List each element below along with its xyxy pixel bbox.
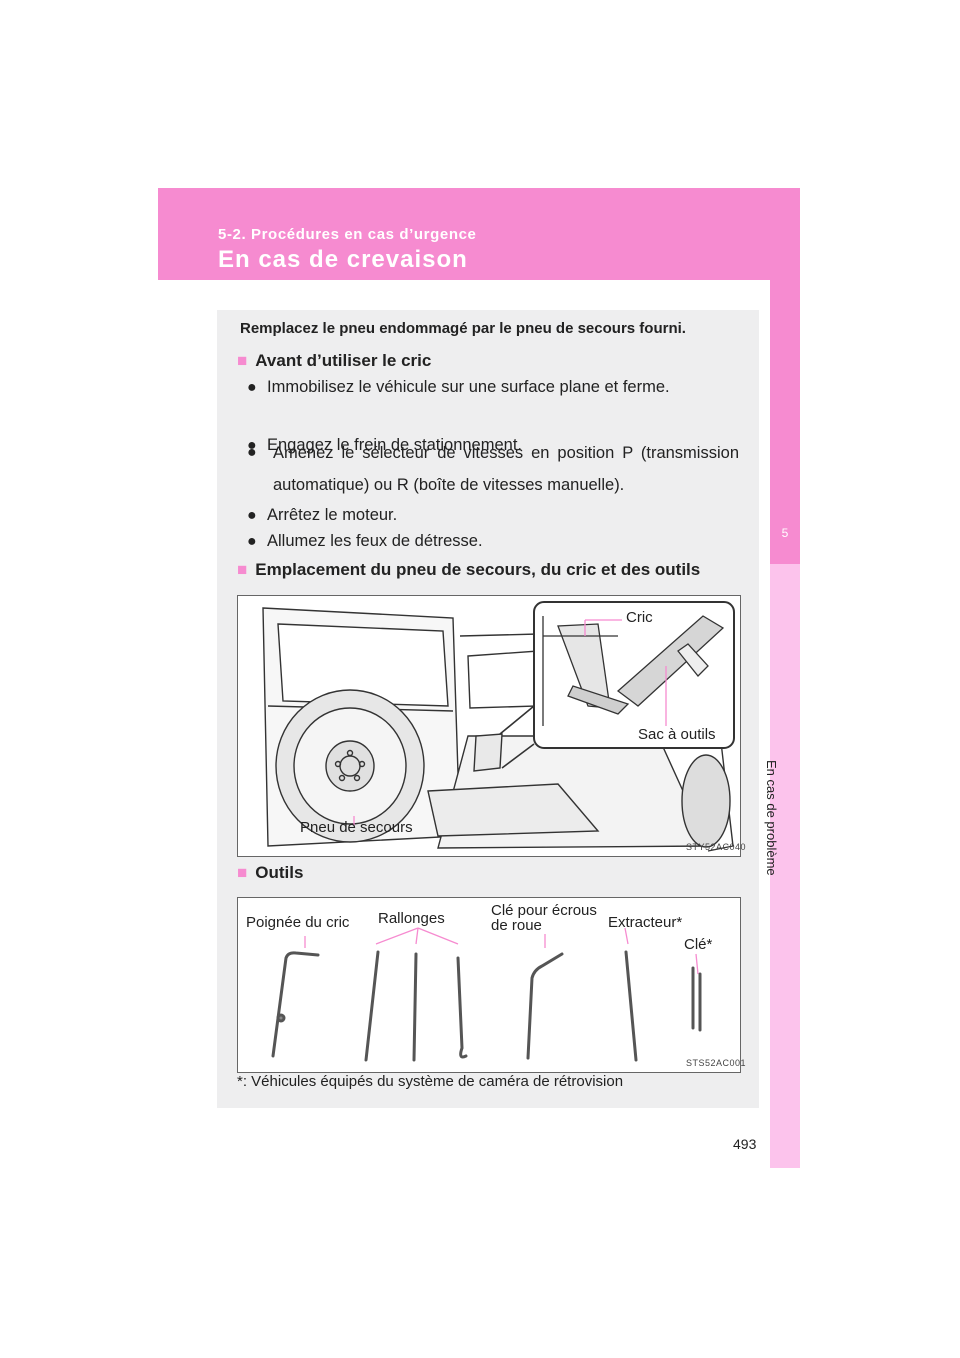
vehicle-rear-figure: Cric Sac à outils Pneu de secours STY52A…	[237, 595, 746, 857]
list-item: ●Allumez les feux de détresse.	[247, 525, 747, 558]
dot-bullet-icon: ●	[247, 444, 257, 461]
spare-tire-label: Pneu de secours	[300, 819, 413, 836]
footnote: *: Véhicules équipés du système de camér…	[237, 1073, 624, 1090]
subheading-tools: ■ Outils	[237, 863, 303, 883]
subheading-label: Outils	[255, 863, 304, 882]
jack-handle-label: Poignée du cric	[246, 914, 350, 931]
chapter-name: En cas de problème	[764, 760, 779, 876]
subheading-label: Emplacement du pneu de secours, du cric …	[255, 560, 701, 579]
subheading-before-jack: ■ Avant d’utiliser le cric	[237, 351, 431, 371]
tool-bag-label: Sac à outils	[638, 726, 716, 743]
page-title: En cas de crevaison	[218, 246, 468, 273]
extractor-label: Extracteur*	[608, 914, 683, 931]
list-item: ●Engagez le frein de stationnement.	[247, 429, 747, 462]
wheel-nut-wrench-label-1: Clé pour écrous	[491, 902, 597, 919]
extensions-label: Rallonges	[378, 910, 445, 927]
list-item: ●Immobilisez le véhicule sur une surface…	[247, 371, 747, 404]
subheading-label: Avant d’utiliser le cric	[255, 351, 432, 370]
vehicle-illustration	[262, 601, 735, 852]
figure-code: STY52AC040	[686, 842, 747, 852]
dot-bullet-icon: ●	[247, 507, 257, 524]
list-item: ● Amenez le sélecteur de vitesses en pos…	[247, 437, 747, 501]
square-bullet-icon: ■	[237, 863, 248, 882]
tools-illustration	[271, 927, 702, 1062]
dot-bullet-icon: ●	[247, 379, 257, 396]
chapter-tab[interactable]: 5	[770, 280, 800, 564]
page-header: 5-2. Procédures en cas d’urgence En cas …	[158, 188, 800, 280]
square-bullet-icon: ■	[237, 351, 248, 370]
section-label: 5-2. Procédures en cas d’urgence	[218, 226, 477, 243]
key-label: Clé*	[684, 936, 713, 953]
chapter-number: 5	[781, 526, 789, 540]
intro-text: Remplacez le pneu endommagé par le pneu …	[240, 320, 686, 337]
dot-bullet-icon: ●	[247, 437, 257, 454]
figure-code: STS52AC001	[686, 1058, 747, 1068]
square-bullet-icon: ■	[237, 560, 248, 579]
subheading-location: ■ Emplacement du pneu de secours, du cric…	[237, 560, 700, 580]
list-item: ●Arrêtez le moteur.	[247, 499, 747, 532]
wheel-nut-wrench-label-2: de roue	[491, 917, 542, 934]
chapter-sidebar: 5	[770, 280, 800, 1168]
tools-figure: Poignée du cric Rallonges Clé pour écrou…	[237, 897, 746, 1073]
dot-bullet-icon: ●	[247, 533, 257, 550]
page-number: 493	[733, 1136, 757, 1152]
jack-label: Cric	[626, 609, 653, 626]
